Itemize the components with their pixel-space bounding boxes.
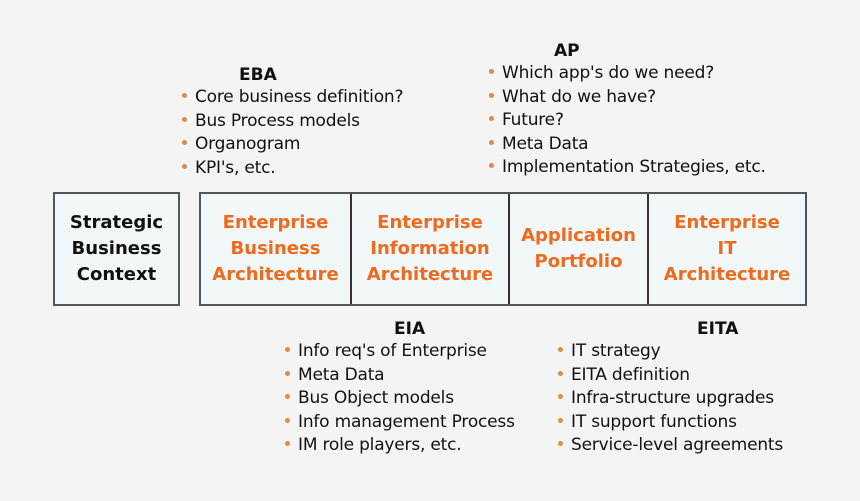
cell-label: Application Portfolio: [521, 225, 636, 272]
bullet-icon: [489, 163, 494, 168]
bullet-icon: [558, 370, 563, 376]
bullet-icon: [558, 441, 563, 446]
list-item: Service-level agreements: [557, 434, 783, 458]
cell-label: Enterprise IT Architecture: [663, 212, 791, 285]
cell-enterprise-information-architecture: Enterprise Information Architecture: [352, 194, 510, 304]
cell-enterprise-it-architecture: Enterprise IT Architecture: [649, 194, 805, 304]
list-item: Organogram: [181, 133, 403, 157]
architecture-row: Enterprise Business Architecture Enterpr…: [199, 192, 807, 306]
bullet-icon: [489, 139, 494, 145]
list-item: Implementation Strategies, etc.: [488, 156, 766, 180]
cell-application-portfolio: Application Portfolio: [510, 194, 649, 304]
bullet-icon: [285, 370, 290, 376]
list-item: KPI's, etc.: [181, 157, 403, 181]
ap-title: AP: [554, 41, 580, 61]
eita-group: EITA IT strategy EITA definition Infra-s…: [557, 318, 783, 458]
list-item: IT support functions: [557, 411, 783, 435]
list-item: IT strategy: [557, 340, 783, 364]
ap-group: AP Which app's do we need? What do we ha…: [488, 40, 766, 180]
bullet-icon: [489, 69, 494, 74]
bullet-icon: [285, 394, 290, 399]
bullet-icon: [182, 116, 187, 122]
list-item: Bus Object models: [284, 387, 515, 411]
cell-label: Enterprise Business Architecture: [212, 212, 339, 285]
eia-title: EIA: [394, 319, 426, 339]
eba-title: EBA: [239, 65, 277, 85]
bullet-icon: [558, 417, 563, 423]
bullet-icon: [182, 93, 187, 98]
bullet-icon: [558, 347, 563, 352]
list-item: Future?: [488, 109, 766, 133]
eia-group: EIA Info req's of Enterprise Meta Data B…: [284, 318, 515, 458]
eia-list: Info req's of Enterprise Meta Data Bus O…: [284, 340, 515, 458]
list-item: Which app's do we need?: [488, 62, 766, 86]
list-item: Meta Data: [284, 364, 515, 388]
list-item: EITA definition: [557, 364, 783, 388]
cell-enterprise-business-architecture: Enterprise Business Architecture: [201, 194, 352, 304]
list-item: Core business definition?: [181, 86, 403, 110]
list-item: Info req's of Enterprise: [284, 340, 515, 364]
bullet-icon: [182, 163, 187, 169]
eita-title: EITA: [697, 319, 739, 339]
ap-list: Which app's do we need? What do we have?…: [488, 62, 766, 180]
bullet-icon: [558, 394, 563, 399]
eba-group: EBA Core business definition? Bus Proces…: [181, 64, 403, 180]
list-item: Infra-structure upgrades: [557, 387, 783, 411]
cell-label: Enterprise Information Architecture: [366, 212, 494, 285]
bullet-icon: [285, 347, 290, 352]
bullet-icon: [182, 140, 187, 145]
list-item: Meta Data: [488, 133, 766, 157]
bullet-icon: [489, 92, 494, 98]
strategic-business-context-box: Strategic Business Context: [53, 192, 180, 306]
bullet-icon: [489, 116, 494, 121]
list-item: Bus Process models: [181, 110, 403, 134]
list-item: What do we have?: [488, 86, 766, 110]
list-item: IM role players, etc.: [284, 434, 515, 458]
list-item: Info management Process: [284, 411, 515, 435]
eita-list: IT strategy EITA definition Infra-struct…: [557, 340, 783, 458]
strategic-business-context-label: Strategic Business Context: [69, 212, 164, 285]
eba-list: Core business definition? Bus Process mo…: [181, 86, 403, 180]
bullet-icon: [285, 441, 290, 446]
bullet-icon: [285, 417, 290, 423]
